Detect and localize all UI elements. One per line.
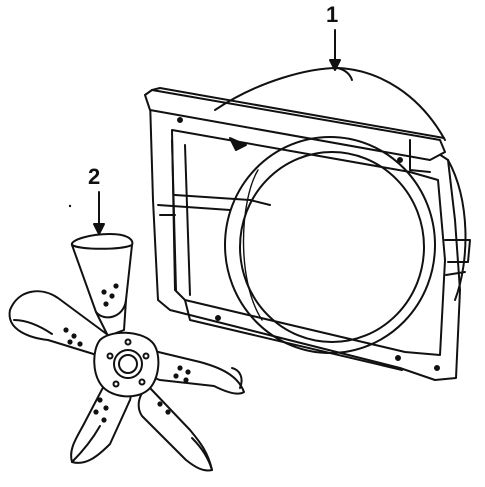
callout-leader-1 (329, 29, 341, 71)
fan-shroud (144, 67, 471, 381)
callout-label-1: 1 (326, 2, 339, 27)
fan-blade-assembly (8, 233, 245, 472)
callout-leader-2 (93, 191, 105, 235)
callout-label-2: 2 (88, 164, 101, 189)
